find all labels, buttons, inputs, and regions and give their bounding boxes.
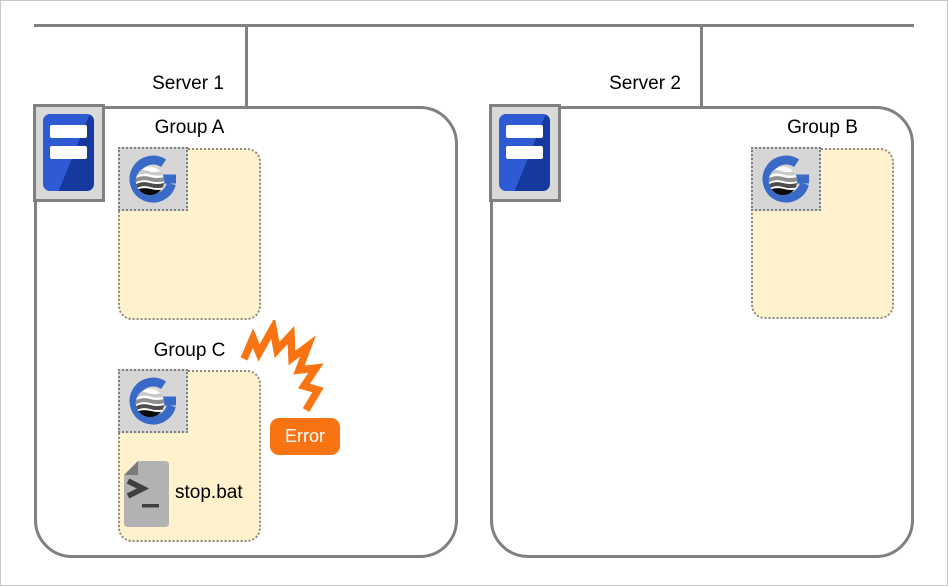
server-tower-shape — [499, 114, 550, 191]
server1-label: Server 1 — [152, 73, 224, 94]
group-c-app-tile — [118, 369, 188, 433]
batch-script-icon — [124, 461, 169, 527]
g-globe-logo-icon — [127, 375, 179, 427]
group-a-box — [118, 148, 261, 320]
server-tower-shape — [43, 114, 94, 191]
server-slot-bar — [506, 146, 543, 159]
server-slot-bar — [50, 146, 87, 159]
server-slot-bar — [50, 125, 87, 138]
group-b-app-tile — [751, 147, 821, 211]
server1-tower-icon — [33, 104, 105, 202]
connector-line-server2 — [700, 24, 703, 106]
server-slot-bar — [506, 125, 543, 138]
error-spark-icon — [240, 320, 324, 412]
group-a-app-tile — [118, 147, 188, 211]
server2-label: Server 2 — [609, 73, 681, 94]
error-badge-label: Error — [285, 426, 325, 446]
group-c-label: Group C — [153, 340, 226, 361]
g-globe-logo-icon — [760, 153, 812, 205]
connector-line-top — [34, 24, 914, 27]
error-badge: Error — [270, 418, 340, 455]
connector-line-server1 — [245, 24, 248, 106]
server2-tower-icon — [489, 104, 561, 202]
group-a-label: Group A — [154, 117, 225, 138]
group-b-label: Group B — [787, 117, 858, 138]
g-globe-logo-icon — [127, 153, 179, 205]
file-name-label: stop.bat — [175, 482, 243, 503]
